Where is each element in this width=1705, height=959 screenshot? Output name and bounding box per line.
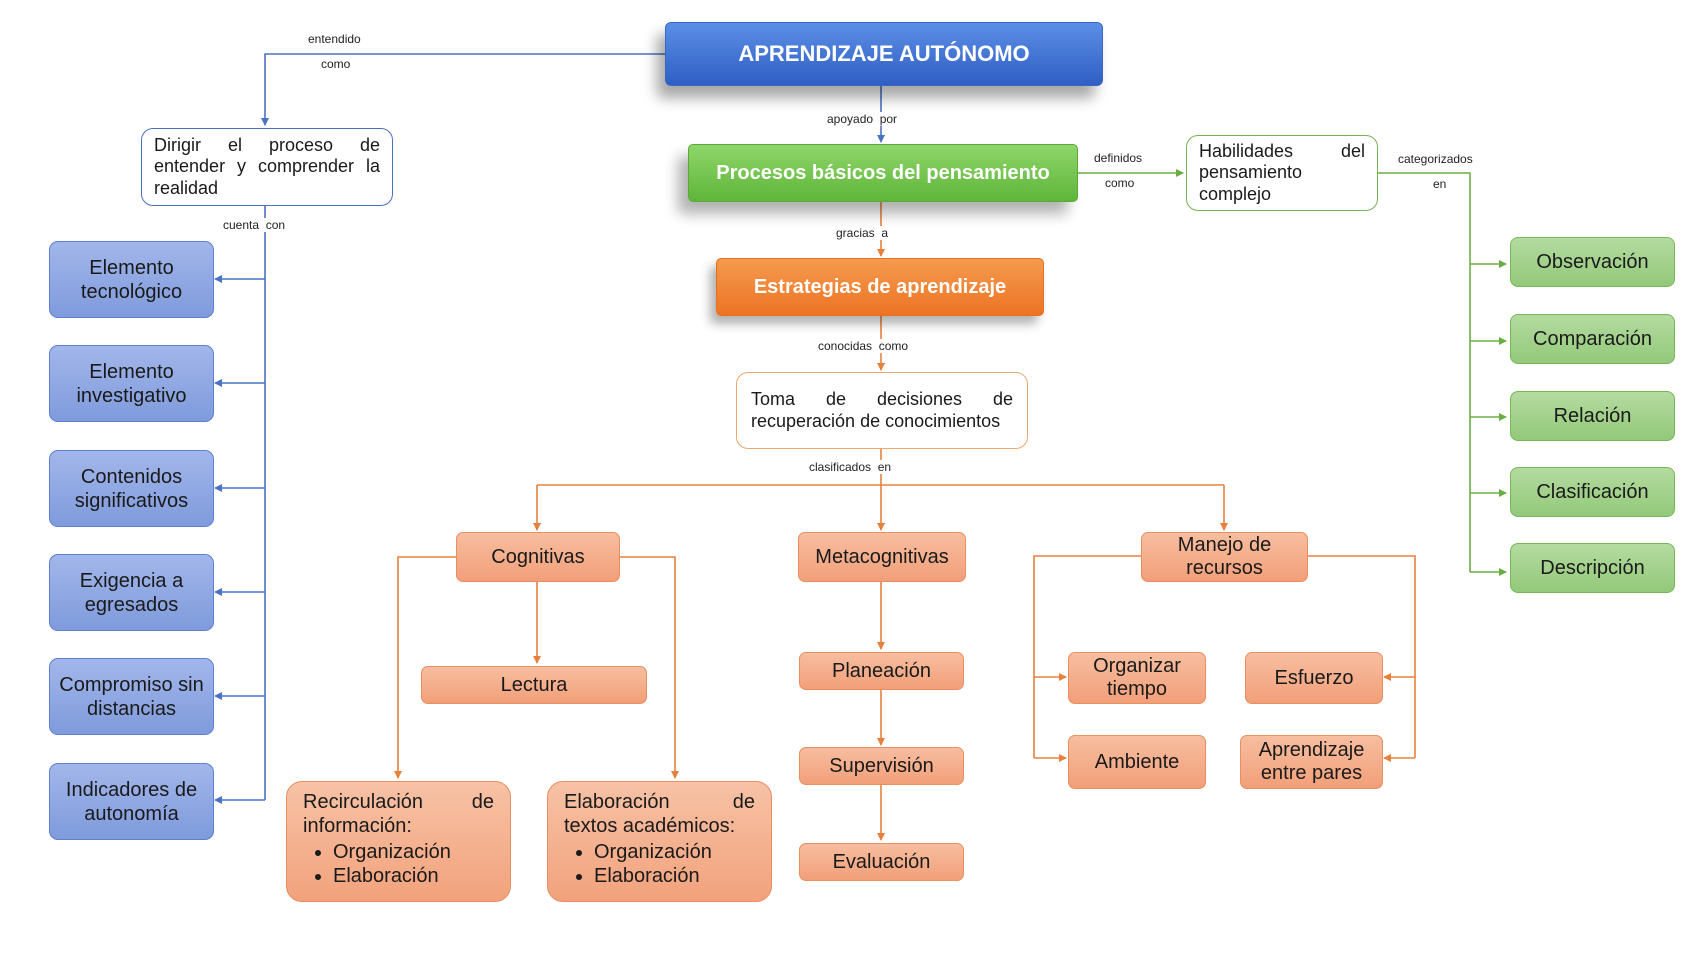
left-item-1: Elemento tecnológico: [49, 241, 214, 318]
left-item-5: Compromiso sin distancias: [49, 658, 214, 735]
label-cuenta-con: cuenta con: [221, 218, 288, 232]
node-planeacion: Planeación: [799, 652, 964, 690]
list-item: Elaboración: [333, 864, 451, 888]
elaboracion-list: Organización Elaboración: [564, 840, 712, 888]
node-toma-decisiones: Toma de decisiones de recuperación de co…: [736, 372, 1028, 449]
edge-manejo-right: [1308, 555, 1416, 758]
edge-habilidades-trunk: [1378, 172, 1471, 572]
right-item-1: Observación: [1510, 237, 1675, 287]
node-habilidades: Habilidades del pensamiento complejo: [1186, 135, 1378, 211]
right-item-4: Clasificación: [1510, 467, 1675, 517]
edge-manejo-left: [1033, 555, 1141, 758]
label-entendido: entendido: [306, 32, 363, 46]
left-item-6: Indicadores de autonomía: [49, 763, 214, 840]
list-item: Organización: [333, 840, 451, 864]
right-item-3: Relación: [1510, 391, 1675, 441]
node-metacognitivas: Metacognitivas: [798, 532, 966, 582]
recirculacion-heading-cont: información:: [303, 815, 412, 837]
label-clasificados-en: clasificados en: [807, 460, 894, 474]
node-cognitivas: Cognitivas: [456, 532, 620, 582]
node-aprendizaje-pares: Aprendizaje entre pares: [1240, 735, 1383, 789]
node-elaboracion-textos: Elaboración de textos académicos: Organi…: [547, 781, 772, 902]
node-aprendizaje-autonomo: APRENDIZAJE AUTÓNOMO: [665, 22, 1103, 86]
label-definidos-como: como: [1103, 176, 1137, 190]
edge-cognitivas-to-recirculacion: [394, 556, 456, 779]
label-apoyado-por: apoyado por: [825, 112, 900, 126]
label-gracias-a: gracias a: [834, 226, 891, 240]
edge-main-to-dirigir: [261, 53, 667, 126]
left-item-2: Elemento investigativo: [49, 345, 214, 422]
node-esfuerzo: Esfuerzo: [1245, 652, 1383, 704]
left-item-4: Exigencia a egresados: [49, 554, 214, 631]
node-organizar-tiempo: Organizar tiempo: [1068, 652, 1206, 704]
label-entendido-como: como: [319, 57, 353, 71]
node-evaluacion: Evaluación: [799, 843, 964, 881]
elaboracion-heading: Elaboración de: [564, 791, 755, 813]
node-lectura: Lectura: [421, 666, 647, 704]
node-supervision: Supervisión: [799, 747, 964, 785]
label-categorizados: categorizados: [1396, 152, 1475, 166]
left-item-3: Contenidos significativos: [49, 450, 214, 527]
recirculacion-list: Organización Elaboración: [303, 840, 451, 888]
node-recirculacion: Recirculación de información: Organizaci…: [286, 781, 511, 902]
list-item: Organización: [594, 840, 712, 864]
node-ambiente: Ambiente: [1068, 735, 1206, 789]
node-procesos-basicos: Procesos básicos del pensamiento: [688, 144, 1078, 202]
list-item: Elaboración: [594, 864, 712, 888]
label-categorizados-en: en: [1431, 177, 1449, 191]
node-estrategias: Estrategias de aprendizaje: [716, 258, 1044, 316]
label-conocidas-como: conocidas como: [816, 339, 911, 353]
node-dirigir-proceso: Dirigir el proceso de entender y compren…: [141, 128, 393, 206]
node-manejo-recursos: Manejo de recursos: [1141, 532, 1308, 582]
right-item-2: Comparación: [1510, 314, 1675, 364]
recirculacion-heading: Recirculación de: [303, 791, 494, 813]
label-definidos: definidos: [1092, 151, 1145, 165]
edge-cognitivas-to-elaboracion: [620, 556, 679, 779]
elaboracion-heading-cont: textos académicos:: [564, 815, 736, 837]
right-item-5: Descripción: [1510, 543, 1675, 593]
